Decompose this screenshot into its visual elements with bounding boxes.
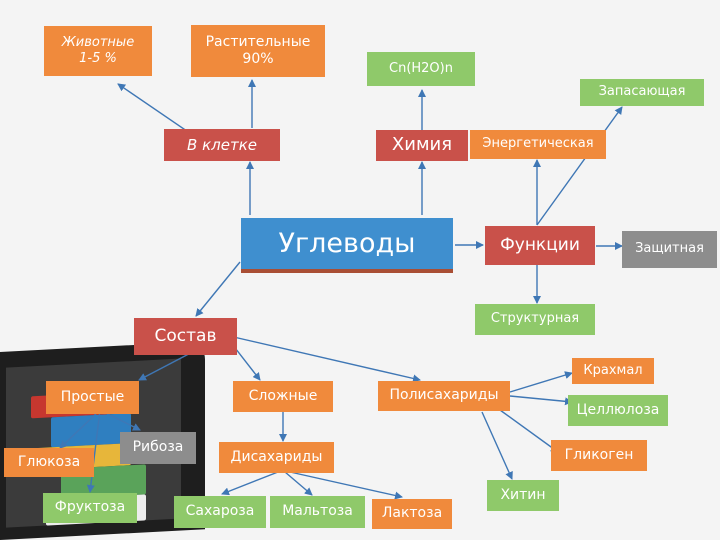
node-glycogen: Гликоген (551, 440, 647, 471)
node-sucrose: Сахароза (174, 496, 266, 528)
arrow (59, 409, 101, 449)
arrow (195, 261, 241, 317)
node-functions: Функции (485, 226, 595, 265)
arrow (221, 471, 279, 496)
arrow (499, 409, 559, 453)
node-f-structural: Структурная (475, 304, 595, 335)
arrow (481, 411, 513, 480)
node-composition: Состав (134, 318, 237, 355)
node-plants: Растительные 90% (191, 25, 325, 77)
node-maltose: Мальтоза (270, 496, 365, 528)
node-complex: Сложные (233, 381, 333, 412)
node-simple: Простые (46, 381, 139, 414)
node-ribose: Рибоза (120, 432, 196, 464)
node-f-storage: Запасающая (580, 79, 704, 106)
node-disaccharides: Дисахариды (219, 442, 334, 473)
node-fructose: Фруктоза (43, 493, 137, 523)
node-animals: Животные 1-5 % (44, 26, 152, 76)
node-center-carbohydrates: Углеводы (241, 218, 453, 273)
arrow (284, 471, 313, 496)
arrow (289, 471, 403, 500)
node-glucose: Глюкоза (4, 448, 94, 477)
node-in-cell: В клетке (164, 129, 280, 161)
node-polysaccharides: Полисахариды (378, 381, 510, 411)
arrow (509, 371, 573, 393)
node-f-energy: Энергетическая (470, 130, 606, 159)
arrow (536, 106, 623, 226)
arrow (224, 334, 421, 383)
arrow (86, 409, 101, 493)
arrow (509, 395, 573, 406)
node-chitin: Хитин (487, 480, 559, 511)
node-f-protective: Защитная (622, 231, 717, 268)
node-lactose: Лактоза (372, 499, 452, 529)
node-cellulose: Целлюлоза (568, 395, 668, 426)
node-starch: Крахмал (572, 358, 654, 384)
node-chemistry: Химия (376, 130, 468, 161)
node-formula: Cn(H2O)n (367, 52, 475, 86)
